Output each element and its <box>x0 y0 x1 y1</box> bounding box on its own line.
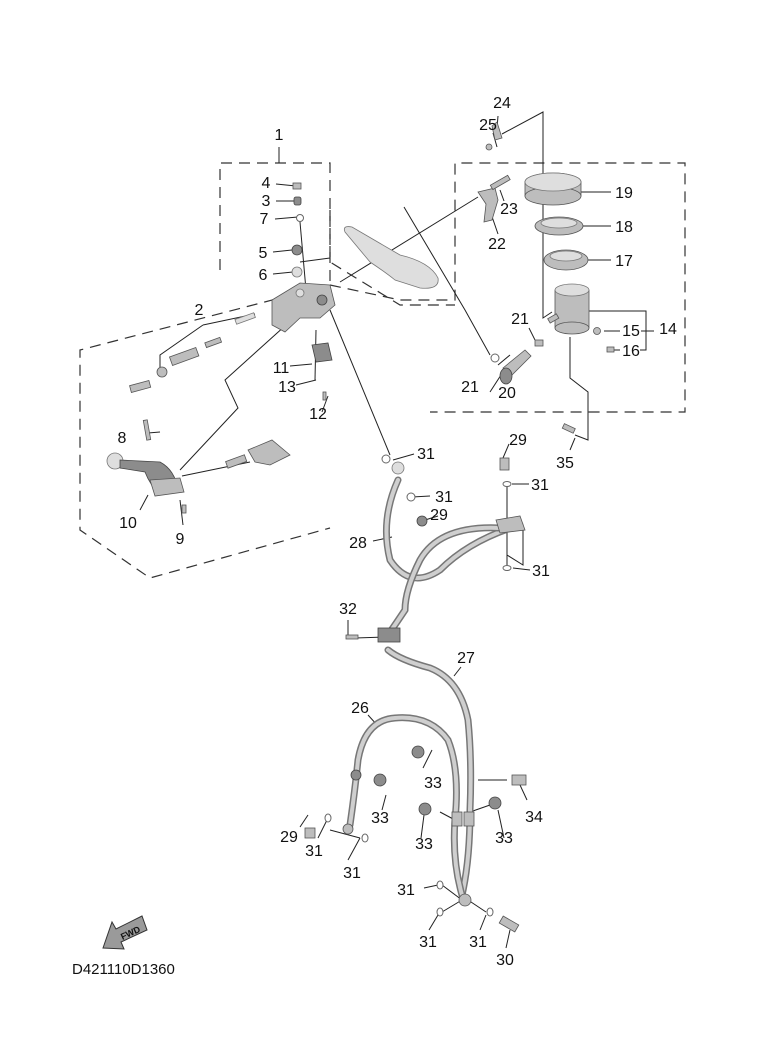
handlebar-ghost <box>343 226 439 289</box>
callout-33: 33 <box>371 810 389 827</box>
callout-33: 33 <box>415 836 433 853</box>
callout-33: 33 <box>495 830 513 847</box>
callout-14: 14 <box>659 321 677 338</box>
callout-26: 26 <box>351 700 369 717</box>
callout-20: 20 <box>498 385 516 402</box>
reservoir-bracket <box>477 121 576 434</box>
callout-28: 28 <box>349 535 367 552</box>
assembly-14-boundary <box>329 162 686 413</box>
callout-29: 29 <box>509 432 527 449</box>
callout-29: 29 <box>430 507 448 524</box>
cylinder-fasteners <box>291 182 304 278</box>
callout-8: 8 <box>118 430 127 447</box>
callout-31: 31 <box>343 865 361 882</box>
hose-hardware <box>304 454 527 933</box>
callout-22: 22 <box>488 236 506 253</box>
callout-16: 16 <box>622 343 640 360</box>
diagram-code: D421110D1360 <box>72 961 175 978</box>
callout-1: 1 <box>275 127 284 144</box>
callout-31: 31 <box>435 489 453 506</box>
brake-hoses <box>346 476 524 899</box>
callout-labels: 1234567891011121314151617181920212122232… <box>118 95 677 969</box>
lever-spring <box>225 439 291 469</box>
reservoir-cap-19 <box>524 172 582 206</box>
callout-23: 23 <box>500 201 518 218</box>
callout-31: 31 <box>305 843 323 860</box>
callout-29: 29 <box>280 829 298 846</box>
callout-11: 11 <box>273 360 290 377</box>
master-cylinder <box>271 282 336 333</box>
callout-27: 27 <box>457 650 475 667</box>
reservoir-14 <box>547 283 590 335</box>
callout-3: 3 <box>262 193 271 210</box>
callout-35: 35 <box>556 455 574 472</box>
callout-33: 33 <box>424 775 442 792</box>
callout-31: 31 <box>532 563 550 580</box>
callout-18: 18 <box>615 219 633 236</box>
callout-13: 13 <box>278 379 296 396</box>
callout-24: 24 <box>493 95 511 112</box>
callout-25: 25 <box>479 117 497 134</box>
reservoir-hardware <box>490 327 615 385</box>
callout-12: 12 <box>309 406 327 423</box>
callout-31: 31 <box>417 446 435 463</box>
callout-9: 9 <box>176 531 185 548</box>
fwd-arrow-icon: FWD <box>102 915 148 950</box>
piston-kit <box>129 312 256 393</box>
diaphragm-17 <box>543 249 589 271</box>
callout-6: 6 <box>259 267 268 284</box>
callout-15: 15 <box>622 323 640 340</box>
callout-7: 7 <box>260 211 269 228</box>
callout-31: 31 <box>397 882 415 899</box>
callout-19: 19 <box>615 185 633 202</box>
callout-2: 2 <box>195 302 204 319</box>
callout-4: 4 <box>262 175 271 192</box>
callout-10: 10 <box>119 515 137 532</box>
callout-21: 21 <box>511 311 529 328</box>
brake-lever <box>106 419 187 514</box>
leader-lines <box>139 111 654 949</box>
callout-31: 31 <box>419 934 437 951</box>
callout-34: 34 <box>525 809 543 826</box>
callout-31: 31 <box>531 477 549 494</box>
callout-30: 30 <box>496 952 514 969</box>
callout-5: 5 <box>259 245 268 262</box>
callout-17: 17 <box>615 253 633 270</box>
callout-21: 21 <box>461 379 479 396</box>
callout-31: 31 <box>469 934 487 951</box>
handlebar-boundary <box>329 210 455 306</box>
assembly-1-boundary <box>79 162 331 579</box>
brake-switch <box>311 342 333 401</box>
callout-32: 32 <box>339 601 357 618</box>
diaphragm-plate-18 <box>534 216 584 236</box>
